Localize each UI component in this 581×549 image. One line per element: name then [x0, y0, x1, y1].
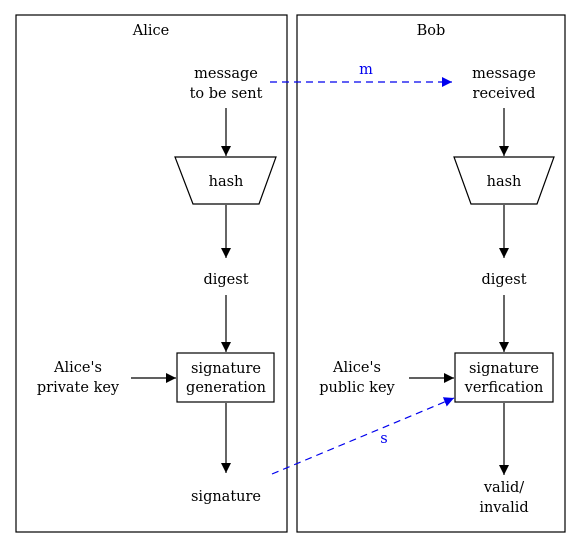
bob-hash-label: hash — [487, 174, 522, 190]
bob-sig-verify-node — [454, 352, 554, 403]
edge-message-label: m — [359, 62, 373, 78]
alice-cluster: Alice — [15, 14, 288, 533]
alice-private-key-line2: private key — [37, 380, 120, 396]
bob-result-line1: valid/ — [483, 480, 524, 496]
bob-sig-verify-line2: verfication — [464, 380, 544, 396]
alice-sig-gen-node — [176, 352, 275, 403]
alice-signature: signature — [191, 489, 261, 505]
bob-message-line1: message — [472, 66, 536, 82]
alice-hash-label: hash — [209, 174, 244, 190]
bob-hash-node — [453, 156, 555, 205]
alice-cluster-border — [15, 14, 288, 533]
alice-message-line1: message — [194, 66, 258, 82]
edge-signature-transfer — [271, 397, 455, 475]
alice-cluster-title: Alice — [132, 23, 169, 39]
alice-private-key-line1: Alice's — [53, 360, 102, 376]
alice-sig-gen-line1: signature — [191, 361, 261, 377]
bob-cluster-title: Bob — [417, 23, 446, 39]
edge-signature-label: s — [380, 431, 387, 447]
alice-sig-gen-line2: generation — [186, 380, 266, 396]
bob-sig-verify-line1: signature — [469, 361, 539, 377]
alice-digest: digest — [203, 272, 248, 288]
bob-cluster-border — [296, 14, 566, 533]
bob-public-key-line1: Alice's — [332, 360, 381, 376]
bob-message-line2: received — [473, 86, 536, 102]
alice-hash-node — [174, 156, 277, 205]
bob-result-line2: invalid — [479, 500, 528, 516]
bob-public-key-line2: public key — [319, 380, 395, 396]
bob-digest: digest — [481, 272, 526, 288]
alice-message-line2: to be sent — [190, 86, 263, 102]
bob-cluster: Bob — [296, 14, 566, 533]
